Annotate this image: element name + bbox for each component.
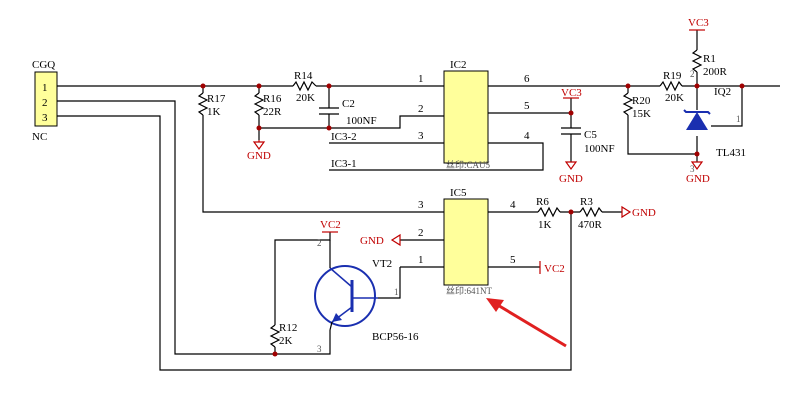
r17-value: 1K bbox=[207, 106, 221, 118]
ic5-pin5: 5 bbox=[510, 254, 516, 266]
ic2-label: IC2 bbox=[450, 59, 467, 71]
r17-label: R17 bbox=[207, 93, 226, 105]
ic3-1-label: IC3-1 bbox=[331, 158, 357, 170]
r14-label: R14 bbox=[294, 70, 313, 82]
vc3-label-2: VC3 bbox=[688, 17, 709, 29]
r20-label: R20 bbox=[632, 95, 651, 107]
ic5-chip: IC5 丝印:641NT 3 2 1 4 5 bbox=[418, 187, 516, 296]
gnd-label-4: GND bbox=[632, 207, 656, 219]
iq2-pin3: 3 bbox=[690, 164, 695, 174]
power-symbols: GND VC3 GND VC3 GND GND GND VC2 VC2 bbox=[247, 17, 710, 275]
c5-label: C5 bbox=[584, 129, 597, 141]
r16-label: R16 bbox=[263, 93, 282, 105]
r6-label: R6 bbox=[536, 196, 549, 208]
r14-resistor bbox=[292, 80, 317, 92]
ic2-marking: 丝印:CAU5 bbox=[446, 159, 491, 170]
r1-resistor bbox=[691, 49, 703, 73]
vt2-pin3: 3 bbox=[317, 344, 322, 354]
cgq-pin3-label: 3 bbox=[42, 112, 48, 124]
ic2-pin5: 5 bbox=[524, 100, 530, 112]
c2-value: 100NF bbox=[346, 115, 377, 127]
vt2-pin2: 2 bbox=[317, 238, 322, 248]
iq2-label: IQ2 bbox=[714, 86, 731, 98]
c2-label: C2 bbox=[342, 98, 355, 110]
junction-dots bbox=[200, 83, 745, 357]
connector-cgq: CGQ 1 2 3 NC bbox=[32, 59, 58, 143]
cgq-pin2-label: 2 bbox=[42, 97, 48, 109]
ic3-2-label: IC3-2 bbox=[331, 131, 357, 143]
r16-value: 22R bbox=[263, 106, 282, 118]
vc2-label-1: VC2 bbox=[544, 263, 565, 275]
r1-label: R1 bbox=[703, 53, 716, 65]
r3-label: R3 bbox=[580, 196, 593, 208]
bcp56-label: BCP56-16 bbox=[372, 331, 419, 343]
ic5-marking: 丝印:641NT bbox=[446, 285, 493, 296]
ic2-pin6: 6 bbox=[524, 73, 530, 85]
r6-resistor bbox=[537, 206, 561, 218]
r19-label: R19 bbox=[663, 70, 682, 82]
ic5-pin3: 3 bbox=[418, 199, 424, 211]
tl431-zener bbox=[683, 109, 711, 130]
r1-value: 200R bbox=[703, 66, 728, 78]
c5-value: 100NF bbox=[584, 143, 615, 155]
wires bbox=[57, 30, 780, 371]
r3-resistor bbox=[579, 206, 603, 218]
iq2-pin2: 2 bbox=[690, 69, 695, 79]
r16-resistor bbox=[253, 92, 265, 116]
vt2-pin1: 1 bbox=[394, 287, 399, 297]
r6-value: 1K bbox=[538, 219, 552, 231]
ic2-pin4: 4 bbox=[524, 130, 530, 142]
r3-value: 470R bbox=[578, 219, 603, 231]
gnd-symbol-1 bbox=[252, 141, 266, 151]
r12-value: 2K bbox=[279, 335, 293, 347]
annotation-arrow bbox=[486, 298, 567, 348]
tl431-label: TL431 bbox=[716, 147, 746, 159]
r19-resistor bbox=[659, 80, 683, 92]
gnd-label-3: GND bbox=[686, 173, 710, 185]
r12-label: R12 bbox=[279, 322, 297, 334]
gnd-label-2: GND bbox=[559, 173, 583, 185]
gnd-label-5: GND bbox=[360, 235, 384, 247]
cgq-pin1-label: 1 bbox=[42, 82, 48, 94]
ic2-chip: IC2 丝印:CAU5 1 2 3 4 5 6 bbox=[418, 59, 530, 170]
vc3-label-1: VC3 bbox=[561, 87, 582, 99]
ic5-pin2: 2 bbox=[418, 227, 424, 239]
ic2-pin2: 2 bbox=[418, 103, 424, 115]
r12-resistor bbox=[269, 324, 281, 348]
iq2-pin1: 1 bbox=[736, 114, 741, 124]
vc2-label-2: VC2 bbox=[320, 219, 341, 231]
ic2-pin1: 1 bbox=[418, 73, 424, 85]
r19-value: 20K bbox=[665, 92, 684, 104]
ic5-pin1: 1 bbox=[418, 254, 424, 266]
r20-value: 15K bbox=[632, 108, 651, 120]
r17-resistor bbox=[197, 92, 209, 116]
cgq-label: CGQ bbox=[32, 59, 55, 71]
vt2-label: VT2 bbox=[372, 258, 392, 270]
r14-value: 20K bbox=[296, 92, 315, 104]
ic5-label: IC5 bbox=[450, 187, 467, 199]
component-labels: R14 20K R17 1K R16 22R C2 100NF IC3-2 IC… bbox=[207, 53, 746, 354]
gnd-label-1: GND bbox=[247, 150, 271, 162]
ic2-pin3: 3 bbox=[418, 130, 424, 142]
ic5-pin4: 4 bbox=[510, 199, 516, 211]
vt2-transistor bbox=[314, 240, 378, 331]
r20-resistor bbox=[622, 92, 634, 116]
nc-label: NC bbox=[32, 131, 47, 143]
